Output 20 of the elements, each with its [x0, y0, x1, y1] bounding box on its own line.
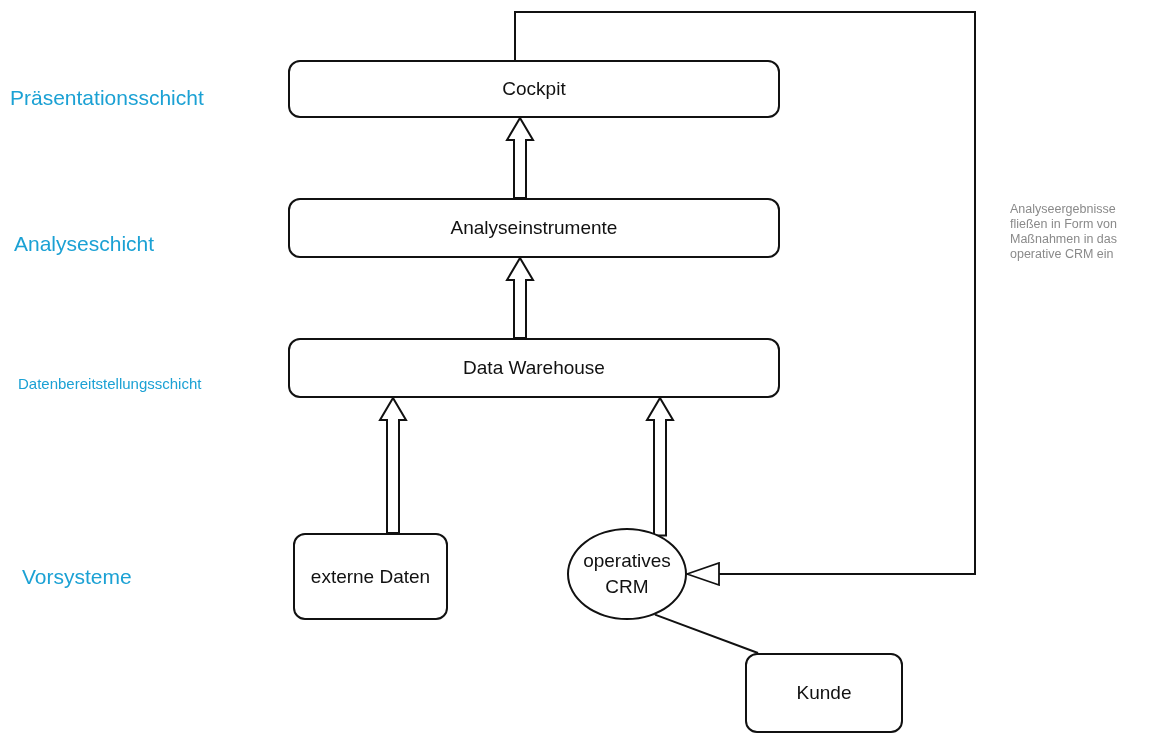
layer-label: Präsentationsschicht — [10, 86, 204, 110]
layer-label: Analyseschicht — [14, 232, 155, 256]
process-box — [288, 338, 780, 398]
node-label: Data Warehouse — [462, 356, 606, 381]
process-box — [288, 60, 780, 118]
node-label: Kunde — [795, 681, 853, 706]
node-label: Analyseinstrumente — [449, 216, 619, 241]
block-arrow — [505, 117, 535, 199]
layer-label: Datenbereitstellungsschicht — [18, 375, 202, 392]
connector-arrow — [514, 11, 976, 586]
layer-label: Vorsysteme — [22, 565, 132, 589]
node-label: externe Daten — [309, 564, 432, 589]
process-box — [745, 653, 903, 733]
node-label: Cockpit — [501, 77, 567, 102]
block-arrow — [645, 397, 675, 537]
process-box — [288, 198, 780, 258]
node-label: operatives CRM — [582, 549, 672, 599]
block-arrow — [378, 397, 408, 534]
block-arrow — [505, 257, 535, 339]
process-box — [293, 533, 448, 620]
